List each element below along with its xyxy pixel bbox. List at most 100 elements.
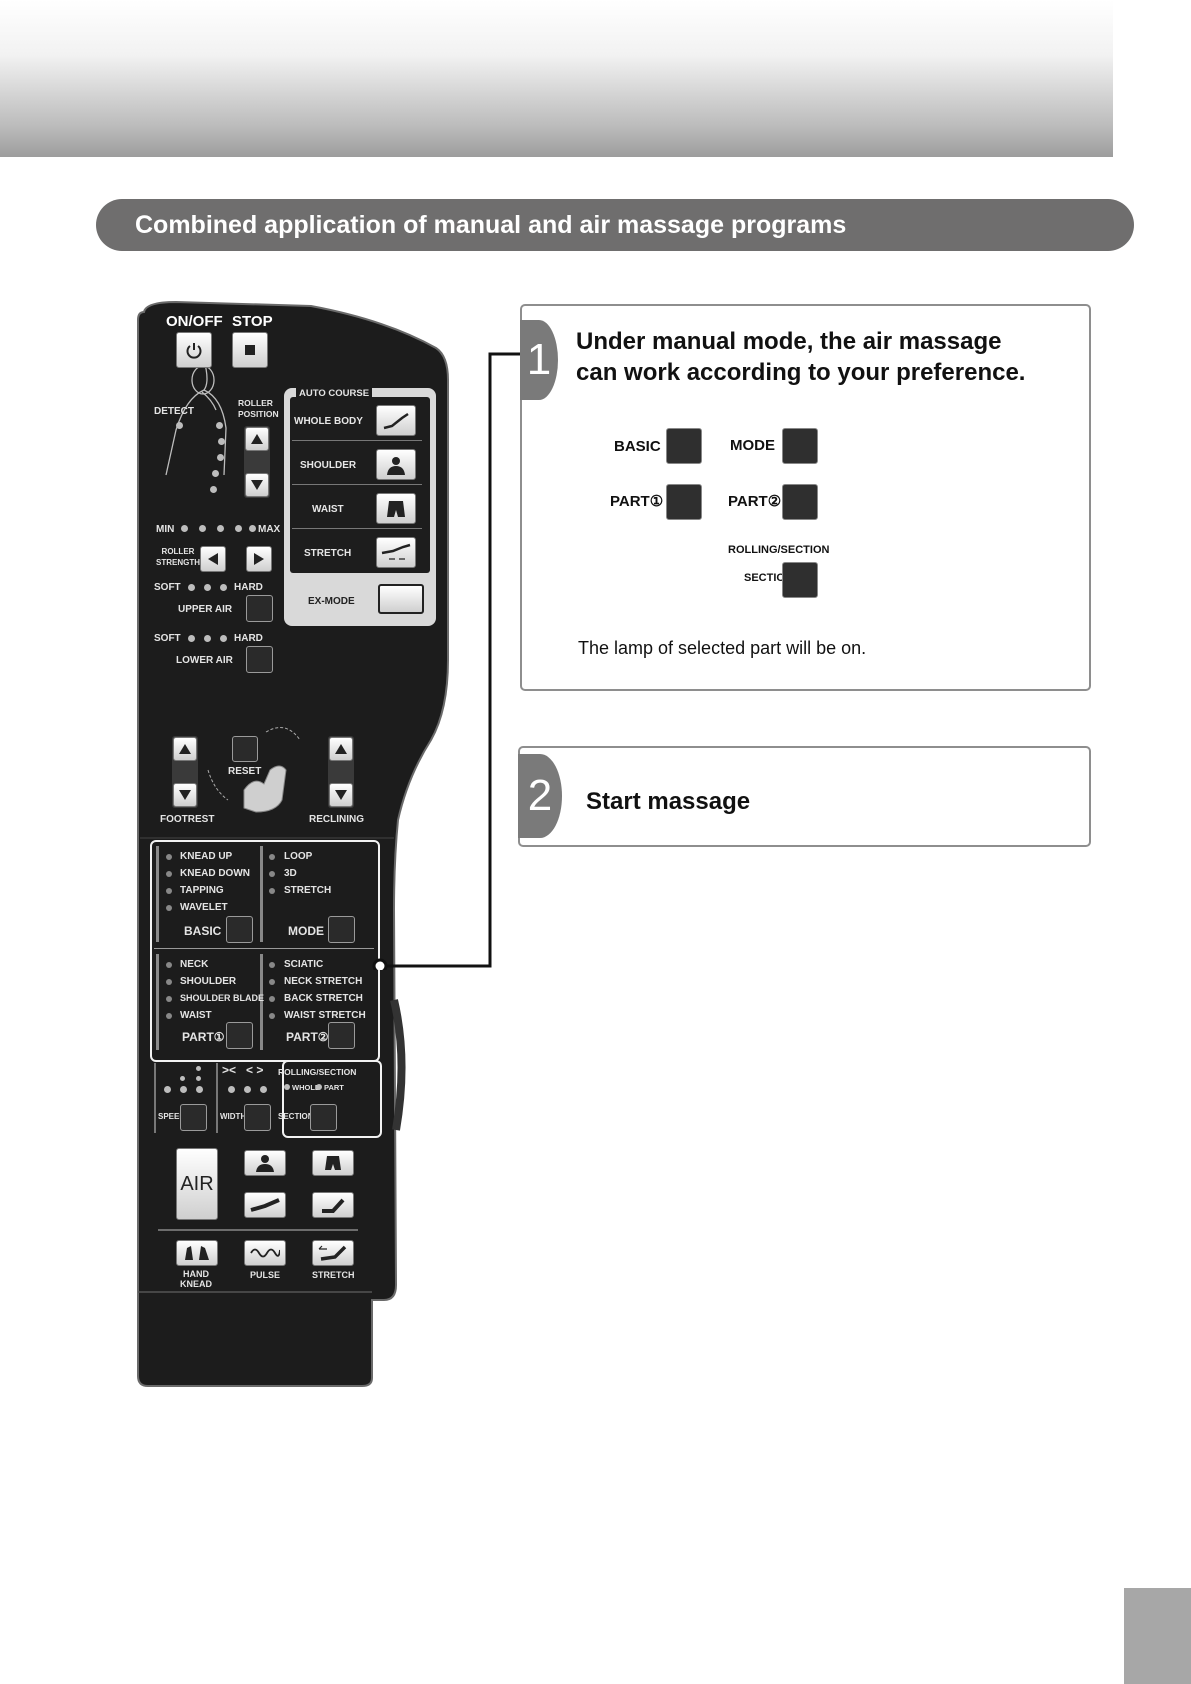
- stretch-course-button[interactable]: [376, 537, 416, 568]
- stretch-bottom-label: STRETCH: [312, 1270, 355, 1280]
- width-label: WIDTH: [220, 1112, 247, 1121]
- detect-label: DETECT: [154, 406, 194, 417]
- remote-basic-label: BASIC: [184, 924, 222, 938]
- max-label: MAX: [258, 524, 281, 535]
- rolling-section-highlight: [282, 1060, 382, 1138]
- mode-button-label: MODE: [730, 437, 775, 454]
- power-button[interactable]: [176, 332, 212, 368]
- air-waist-button[interactable]: [312, 1150, 354, 1176]
- triangle-up-icon: [335, 744, 347, 754]
- part1-item-1: NECK: [180, 959, 209, 970]
- on-off-label: ON/OFF: [166, 313, 223, 330]
- roller-strength-down-button[interactable]: [200, 546, 226, 572]
- stretch-button[interactable]: [312, 1240, 354, 1266]
- remote-part2-label: PART②: [286, 1030, 329, 1044]
- lower-soft-label: SOFT: [154, 633, 181, 644]
- remote-control: ON/OFF STOP DETECT ROLLER POSITION AUTO …: [136, 300, 452, 1388]
- position-lamp-1: [216, 422, 223, 429]
- position-lamp-3: [217, 454, 224, 461]
- basic-button-label: BASIC: [614, 438, 661, 455]
- roller-position-label: ROLLER POSITION: [238, 398, 279, 419]
- step1-number-disc: 1: [520, 320, 558, 400]
- part2-item-4: WAIST STRETCH: [284, 1010, 366, 1021]
- step1-title-line1: Under manual mode, the air massage: [576, 328, 1002, 355]
- footrest-label: FOOTREST: [160, 814, 215, 825]
- section-button-label: SECTION: [744, 572, 793, 584]
- remote-basic-button[interactable]: [226, 916, 253, 943]
- detect-lamp: [176, 422, 183, 429]
- stretch-body-icon: [381, 543, 411, 560]
- air-button[interactable]: AIR: [176, 1148, 218, 1220]
- air-foot-button[interactable]: [312, 1192, 354, 1218]
- wave-icon: [250, 1248, 280, 1258]
- mode-item-2: 3D: [284, 868, 297, 879]
- basic-item-2: KNEAD DOWN: [180, 868, 250, 879]
- position-lamp-4: [212, 470, 219, 477]
- remote-rolling-section-label: ROLLING/SECTION: [278, 1067, 357, 1077]
- triangle-down-icon: [251, 480, 263, 490]
- stop-button[interactable]: [232, 332, 268, 368]
- pulse-button[interactable]: [244, 1240, 286, 1266]
- stop-icon: [245, 345, 255, 355]
- air-shoulder-button[interactable]: [244, 1150, 286, 1176]
- part-label: PART: [324, 1083, 344, 1092]
- roller-position-up-button[interactable]: [245, 427, 269, 451]
- part1-button[interactable]: [666, 484, 702, 520]
- remote-mode-button[interactable]: [328, 916, 355, 943]
- ex-mode-button[interactable]: [378, 584, 424, 614]
- whole-body-button[interactable]: [376, 405, 416, 436]
- basic-button[interactable]: [666, 428, 702, 464]
- part2-button-label: PART②: [728, 493, 782, 510]
- mode-button[interactable]: [782, 428, 818, 464]
- upper-body-icon: [387, 456, 405, 475]
- step2-title: Start massage: [586, 788, 751, 815]
- remote-part1-button[interactable]: [226, 1022, 253, 1049]
- basic-item-1: KNEAD UP: [180, 851, 233, 862]
- triangle-up-icon: [179, 744, 191, 754]
- position-lamp-2: [218, 438, 225, 445]
- ex-mode-label: EX-MODE: [308, 596, 355, 607]
- reset-button[interactable]: [232, 736, 258, 762]
- connector-line: [372, 352, 520, 970]
- hand-knead-button[interactable]: [176, 1240, 218, 1266]
- power-icon: [186, 343, 202, 359]
- calf-foot-icon: [322, 1198, 345, 1213]
- width-button[interactable]: [244, 1104, 271, 1131]
- mode-item-3: STRETCH: [284, 885, 332, 896]
- position-lamp-5: [210, 486, 217, 493]
- footrest-up-button[interactable]: [173, 737, 197, 761]
- part2-item-1: SCIATIC: [284, 959, 324, 970]
- speed-button[interactable]: [180, 1104, 207, 1131]
- triangle-right-icon: [254, 553, 264, 565]
- waist-course-button[interactable]: [376, 493, 416, 524]
- section-title: Combined application of manual and air m…: [135, 211, 847, 239]
- part1-item-4: WAIST: [180, 1010, 212, 1021]
- section-button[interactable]: [782, 562, 818, 598]
- lower-air-button[interactable]: [246, 646, 273, 673]
- auto-course-panel: AUTO COURSE WHOLE BODY SHOULDER WAIST ST…: [284, 388, 436, 626]
- mode-item-1: LOOP: [284, 851, 313, 862]
- whole-label: WHOLE: [292, 1083, 320, 1092]
- shoulder-course-button[interactable]: [376, 449, 416, 480]
- speed-label: SPEED: [158, 1112, 186, 1121]
- footrest-down-button[interactable]: [173, 783, 197, 807]
- reclining-up-button[interactable]: [329, 737, 353, 761]
- air-leg-button[interactable]: [244, 1192, 286, 1218]
- basic-item-3: TAPPING: [180, 885, 224, 896]
- rolling-section-label: ROLLING/SECTION: [728, 544, 830, 556]
- reset-label: RESET: [228, 766, 262, 777]
- stretch-leg-icon: [318, 1245, 347, 1261]
- roller-strength-label: ROLLER STRENGTH: [156, 547, 200, 567]
- leg-icon: [250, 1198, 280, 1212]
- stretch-label: STRETCH: [304, 548, 352, 559]
- remote-part2-button[interactable]: [328, 1022, 355, 1049]
- triangle-down-icon: [335, 790, 347, 800]
- part2-button[interactable]: [782, 484, 818, 520]
- remote-section-button[interactable]: [310, 1104, 337, 1131]
- reclined-body-icon: [383, 412, 409, 429]
- roller-position-down-button[interactable]: [245, 473, 269, 497]
- part1-button-label: PART①: [610, 493, 664, 510]
- roller-strength-up-button[interactable]: [246, 546, 272, 572]
- reclining-down-button[interactable]: [329, 783, 353, 807]
- upper-air-button[interactable]: [246, 595, 273, 622]
